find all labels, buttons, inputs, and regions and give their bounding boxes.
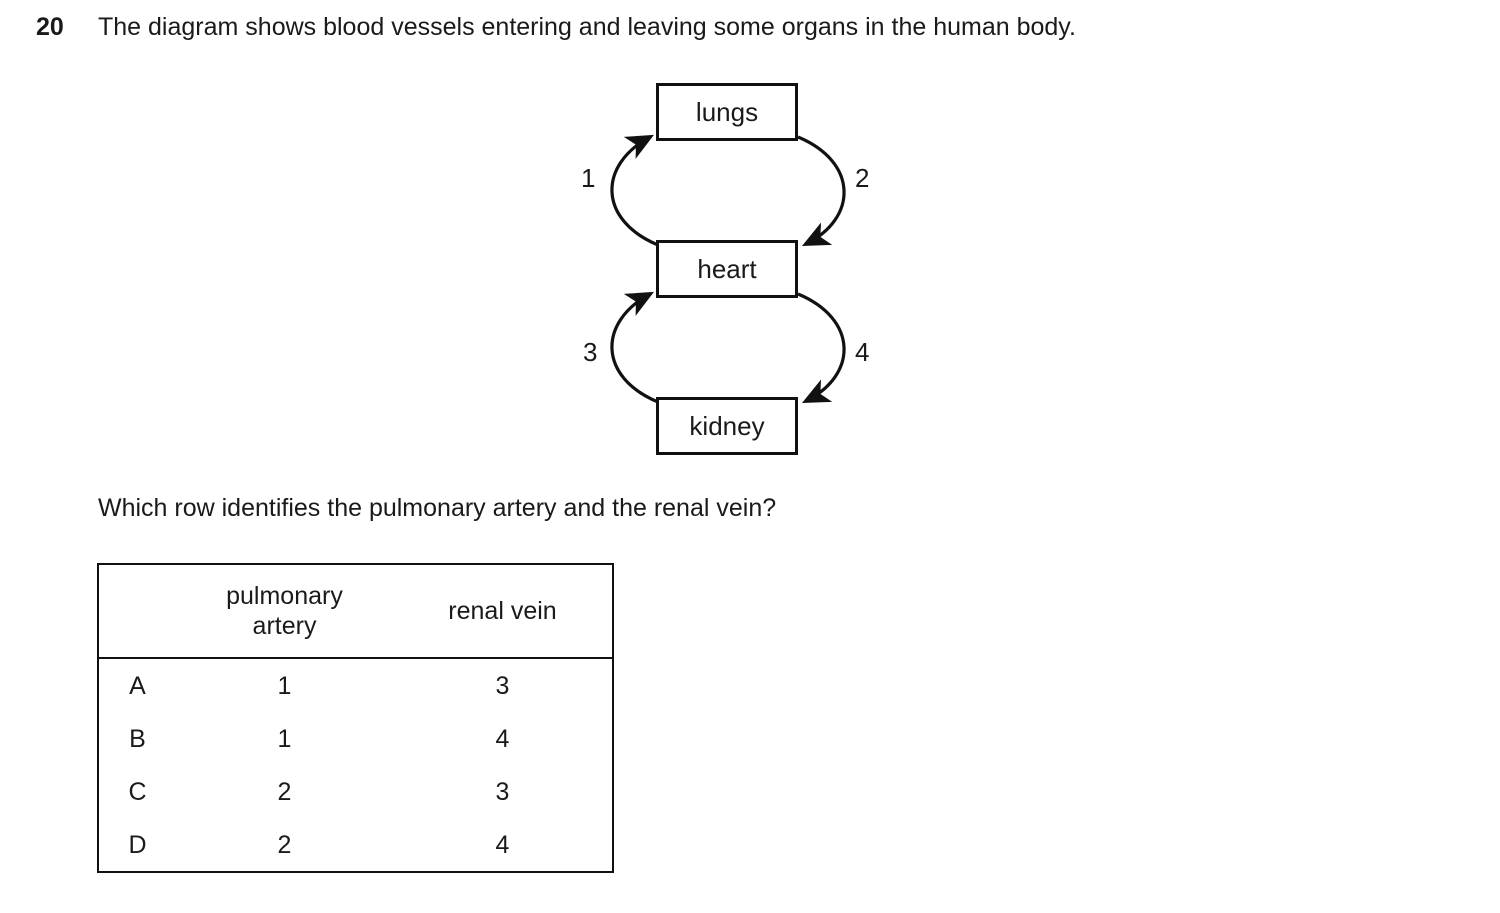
organ-label-lungs: lungs	[695, 97, 759, 127]
question-number: 20	[36, 13, 64, 41]
table-row[interactable]: A 1 3	[98, 658, 613, 712]
vessel-label-1: 1	[581, 163, 596, 193]
answer-options-table: pulmonary artery renal vein A 1 3 B 1 4 …	[97, 563, 614, 873]
organ-label-heart: heart	[697, 254, 757, 284]
vessel-path-4	[797, 292, 846, 404]
option-c-renal-vein: 3	[393, 765, 613, 818]
table-row[interactable]: D 2 4	[98, 818, 613, 872]
header-pulmonary-artery-line2: artery	[252, 612, 317, 640]
organ-box-kidney: kidney	[656, 397, 798, 455]
answer-table-body: A 1 3 B 1 4 C 2 3 D 2 4	[98, 658, 613, 872]
option-letter-a: A	[98, 658, 176, 712]
vessel-path-3	[610, 291, 659, 404]
header-renal-vein: renal vein	[393, 564, 613, 658]
option-a-pulmonary-artery: 1	[176, 658, 393, 712]
option-c-pulmonary-artery: 2	[176, 765, 393, 818]
lead-in-question: Which row identifies the pulmonary arter…	[98, 494, 777, 522]
answer-table-head: pulmonary artery renal vein	[98, 564, 613, 658]
blood-vessel-diagram: lungs heart kidney 1 2 3 4	[540, 60, 940, 480]
organ-label-kidney: kidney	[689, 411, 765, 441]
question-stem: 20 The diagram shows blood vessels enter…	[36, 12, 1436, 42]
vessel-label-4: 4	[855, 337, 870, 367]
option-letter-c: C	[98, 765, 176, 818]
organ-box-heart: heart	[656, 240, 798, 298]
option-b-pulmonary-artery: 1	[176, 712, 393, 765]
vessel-label-2: 2	[855, 163, 870, 193]
organ-box-lungs: lungs	[656, 83, 798, 141]
vessel-path-2	[797, 135, 846, 247]
vessel-arrows-svg	[610, 134, 846, 404]
table-row[interactable]: C 2 3	[98, 765, 613, 818]
vessel-label-3: 3	[583, 337, 598, 367]
header-blank	[98, 564, 176, 658]
table-row[interactable]: B 1 4	[98, 712, 613, 765]
question-stem-text: The diagram shows blood vessels entering…	[98, 13, 1076, 41]
option-b-renal-vein: 4	[393, 712, 613, 765]
option-d-renal-vein: 4	[393, 818, 613, 872]
option-d-pulmonary-artery: 2	[176, 818, 393, 872]
option-letter-b: B	[98, 712, 176, 765]
header-pulmonary-artery: pulmonary artery	[176, 564, 393, 658]
answer-table-header-row: pulmonary artery renal vein	[98, 564, 613, 658]
option-a-renal-vein: 3	[393, 658, 613, 712]
header-pulmonary-artery-line1: pulmonary	[226, 582, 343, 610]
vessel-path-1	[610, 134, 659, 247]
option-letter-d: D	[98, 818, 176, 872]
